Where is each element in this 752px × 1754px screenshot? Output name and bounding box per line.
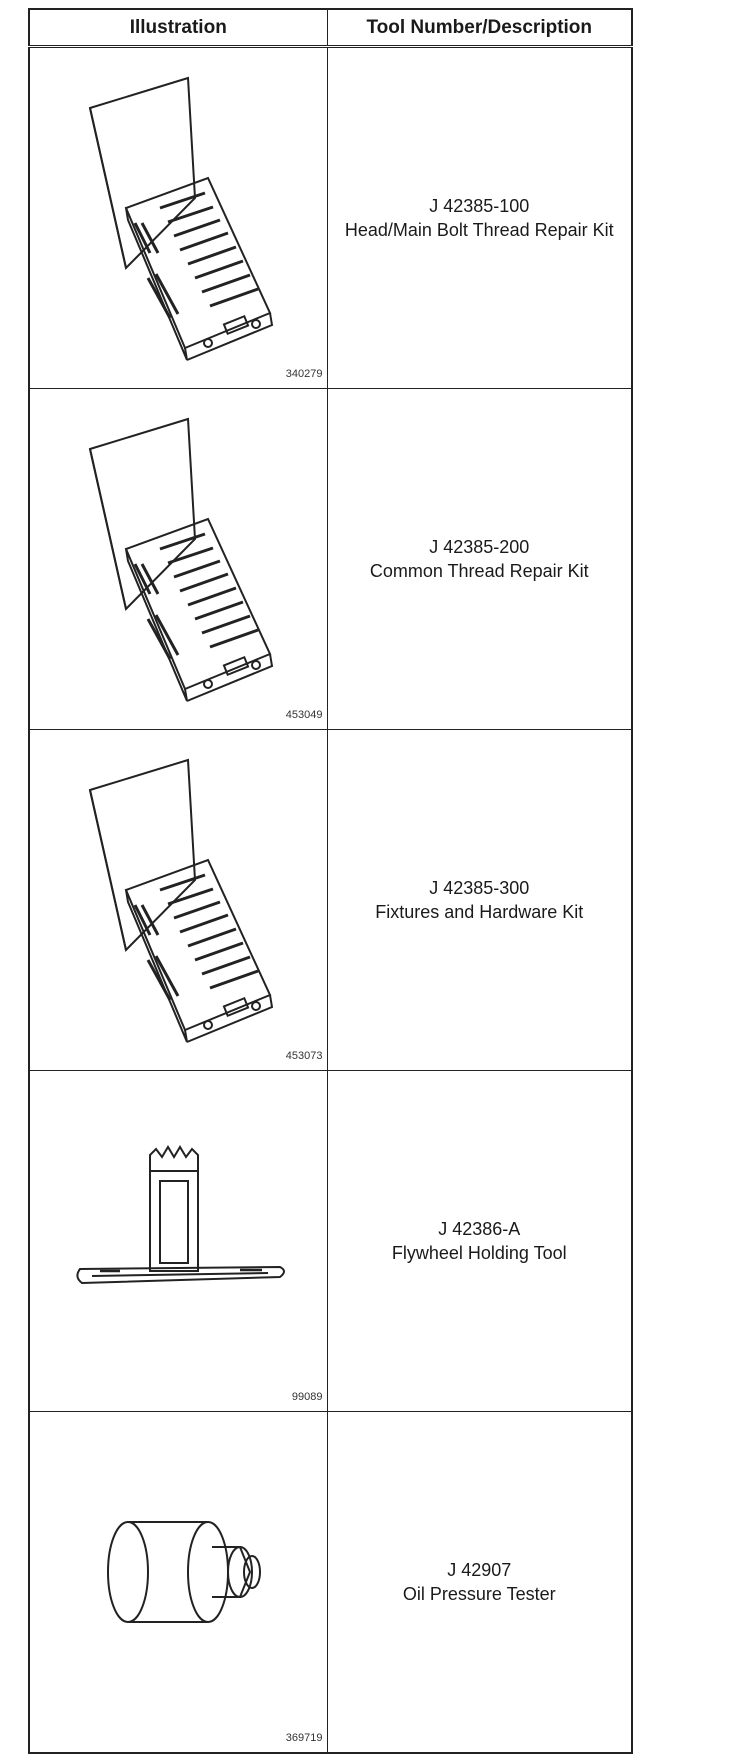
tool-description: Head/Main Bolt Thread Repair Kit bbox=[344, 220, 614, 240]
illustration-cell: 99089 bbox=[28, 1070, 328, 1412]
tool-description: Common Thread Repair Kit bbox=[369, 561, 589, 581]
tool-number: J 42907 bbox=[447, 1560, 512, 1580]
header-tool-description: Tool Number/Description bbox=[326, 8, 633, 48]
tool-description-cell: J 42907 Oil Pressure Tester bbox=[326, 1411, 633, 1754]
special-tools-table: Illustration Tool Number/Description bbox=[28, 8, 633, 1754]
table-row: 369719 J 42907 Oil Pressure Tester bbox=[28, 1411, 633, 1754]
table-row: 453049 J 42385-200 Common Thread Repair … bbox=[28, 388, 633, 730]
table-header-row: Illustration Tool Number/Description bbox=[28, 8, 633, 48]
illustration-cell: 340279 bbox=[28, 46, 328, 389]
figure-number: 369719 bbox=[285, 1732, 323, 1744]
tool-description-cell: J 42386-A Flywheel Holding Tool bbox=[326, 1070, 633, 1412]
table-row: 340279 J 42385-100 Head/Main Bolt Thread… bbox=[28, 46, 633, 389]
figure-number: 340279 bbox=[285, 368, 323, 380]
figure-number: 99089 bbox=[291, 1391, 323, 1403]
table-row: 453073 J 42385-300 Fixtures and Hardware… bbox=[28, 729, 633, 1071]
flywheel-holding-tool-icon bbox=[76, 1145, 285, 1285]
thread-repair-kit-case-icon bbox=[88, 417, 274, 702]
tool-description-cell: J 42385-300 Fixtures and Hardware Kit bbox=[326, 729, 633, 1071]
tool-number: J 42385-300 bbox=[429, 878, 530, 898]
illustration-cell: 453049 bbox=[28, 388, 328, 730]
tool-description: Oil Pressure Tester bbox=[402, 1584, 556, 1604]
tool-number: J 42385-100 bbox=[429, 196, 530, 216]
tool-description: Flywheel Holding Tool bbox=[391, 1243, 567, 1263]
tool-number: J 42386-A bbox=[438, 1219, 521, 1239]
oil-pressure-tester-icon bbox=[107, 1521, 261, 1623]
table-row: 99089 J 42386-A Flywheel Holding Tool bbox=[28, 1070, 633, 1412]
illustration-cell: 453073 bbox=[28, 729, 328, 1071]
tool-description: Fixtures and Hardware Kit bbox=[375, 902, 584, 922]
tool-number: J 42385-200 bbox=[429, 537, 530, 557]
figure-number: 453049 bbox=[285, 709, 323, 721]
thread-repair-kit-case-icon bbox=[88, 76, 274, 361]
illustration-cell: 369719 bbox=[28, 1411, 328, 1754]
figure-number: 453073 bbox=[285, 1050, 323, 1062]
tool-description-cell: J 42385-200 Common Thread Repair Kit bbox=[326, 388, 633, 730]
tool-description-cell: J 42385-100 Head/Main Bolt Thread Repair… bbox=[326, 46, 633, 389]
header-illustration: Illustration bbox=[28, 8, 328, 48]
hardware-kit-case-icon bbox=[88, 758, 274, 1043]
